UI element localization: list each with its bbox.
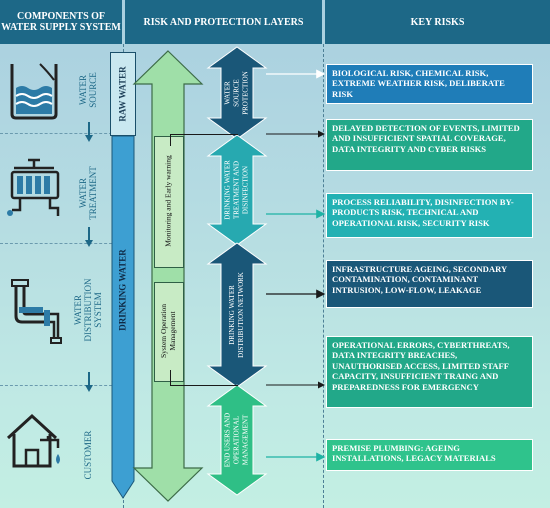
connector-line xyxy=(170,370,171,385)
row-divider xyxy=(0,385,122,386)
header-layers: RISK AND PROTECTION LAYERS xyxy=(125,0,322,44)
key-risk-source: BIOLOGICAL RISK, CHEMICAL RISK, EXTREME … xyxy=(326,64,533,104)
flow-arrow-down-icon xyxy=(85,372,93,392)
water-treatment-icon xyxy=(7,158,60,216)
row-divider xyxy=(0,243,122,244)
raw-water-label: RAW WATER xyxy=(117,66,128,122)
protection-arrow-end-users xyxy=(206,384,268,496)
risk-link-arrows xyxy=(266,69,326,462)
column-divider xyxy=(323,44,324,508)
stage-customer: CUSTOMER xyxy=(68,420,108,490)
flow-arrow-down-icon xyxy=(85,122,93,142)
monitoring-label: Monitoring and Early warning xyxy=(163,155,173,247)
connector-line xyxy=(170,385,238,386)
customer-house-icon xyxy=(6,413,60,468)
stage-label: WATER SOURCE xyxy=(78,72,98,108)
water-distribution-icon xyxy=(11,279,62,344)
raw-water-bar xyxy=(110,52,136,136)
header-key-risks: KEY RISKS xyxy=(325,0,550,44)
layer-label-distribution: DRINKING WATER DISTRIBUTION NETWORK xyxy=(228,272,245,358)
connector-line xyxy=(170,134,171,146)
connector-line xyxy=(170,134,238,135)
stage-label: CUSTOMER xyxy=(83,430,93,480)
operation-box xyxy=(154,282,184,382)
layer-label-end-users: END USERS AND OPERATIONAL MANAGEMENT xyxy=(223,412,250,468)
key-risk-end-users: PREMISE PLUMBING: AGEING INSTALLATIONS, … xyxy=(326,439,533,471)
drinking-water-arrow xyxy=(111,136,135,499)
header-components: COMPONENTS OF WATER SUPPLY SYSTEM xyxy=(0,0,122,44)
risk-layers-double-arrow xyxy=(132,50,204,502)
stage-label: WATER DISTRIBUTION SYSTEM xyxy=(73,278,103,342)
layer-label-source: WATER SOURCE PROTECTION xyxy=(223,71,250,115)
key-risk-treatment: PROCESS RELIABILITY, DISINFECTION BY-PRO… xyxy=(326,193,533,238)
key-risk-operation: OPERATIONAL ERRORS, CYBERTHREATS, DATA I… xyxy=(326,336,533,408)
key-risk-distribution: INFRASTRUCTURE AGEING, SECONDARY CONTAMI… xyxy=(326,260,533,308)
stage-water-treatment: WATER TREATMENT xyxy=(68,158,108,228)
operation-label: System Operation Management xyxy=(159,304,177,358)
flow-arrow-down-icon xyxy=(85,227,93,247)
stage-water-source: WATER SOURCE xyxy=(68,55,108,125)
monitoring-box xyxy=(154,136,184,268)
drinking-water-label: DRINKING WATER xyxy=(117,249,128,331)
stage-label: WATER TREATMENT xyxy=(78,166,98,220)
layer-label-treatment: DRINKING WATER TREATMENT AND DISINFECTIO… xyxy=(223,160,250,220)
stage-water-distribution: WATER DISTRIBUTION SYSTEM xyxy=(68,275,108,345)
water-source-icon xyxy=(10,63,58,120)
key-risk-monitoring: DELAYED DETECTION OF EVENTS, LIMITED AND… xyxy=(326,119,533,171)
row-divider xyxy=(0,133,122,134)
